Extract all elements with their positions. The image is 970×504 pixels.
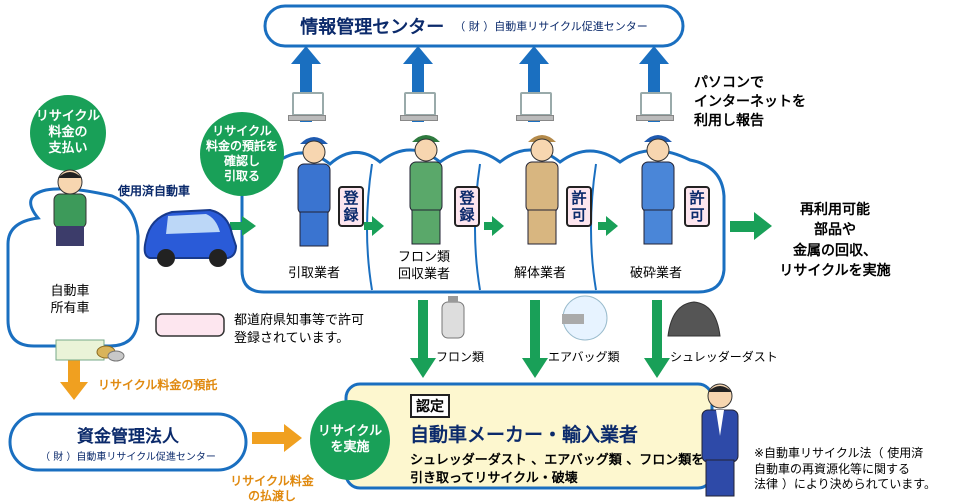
worker-dismantler — [525, 135, 559, 245]
info-center: 情報管理センター （ 財 ）自動車リサイクル促進センター — [265, 6, 683, 46]
car-illustration — [143, 208, 238, 267]
fund-box — [8, 412, 248, 472]
output-label-airbag: エアバッグ類 — [548, 350, 620, 364]
info-center-title: 情報管理センター — [300, 17, 445, 38]
maker-desc: シュレッダーダスト 、エアバッグ類 、フロン類を引き取ってリサイクル・破壊 — [410, 453, 705, 486]
confirm-circle: リサイクル料金の預託を確認し引取る — [200, 112, 284, 196]
shredder-dust-icon — [667, 301, 721, 337]
registered-tag: 登録 — [338, 186, 364, 227]
result-text: 再利用可能部品や金属の回収、リサイクルを実施 — [779, 202, 891, 279]
output-label-freon: フロン類 — [436, 350, 485, 364]
info-center-sub: （ 財 ）自動車リサイクル促進センター — [454, 20, 648, 33]
report-arrows — [291, 46, 669, 122]
computer-icon — [288, 92, 326, 121]
fund-sub: （ 財 ）自動車リサイクル促進センター — [40, 452, 216, 463]
registered-tag: 登録 — [454, 186, 480, 227]
fund-title: 資金管理法人 — [77, 427, 179, 447]
transfer-label: リサイクル料金の払渡し — [230, 474, 314, 503]
legend-swatch — [155, 313, 225, 337]
used-car-label: 使用済自動車 — [118, 184, 191, 198]
freon-tank-icon — [441, 296, 465, 339]
maker-circle: リサイクルを実施 — [310, 400, 390, 480]
businessman — [701, 383, 739, 497]
report-note: パソコンで インターネットを 利用し報告 — [694, 75, 806, 129]
permitted-tag: 許可 — [566, 186, 592, 227]
airbag-icon — [562, 295, 608, 341]
owner-box — [6, 187, 140, 348]
worker-collector — [297, 137, 331, 247]
legend-text: 都道府県知事等で許可登録されています。 — [234, 313, 365, 347]
flow-arrows — [230, 212, 772, 240]
output-arrows — [410, 300, 670, 378]
business-label-freon: フロン類回収業者 — [397, 250, 450, 282]
business-label-collector: 引取業者 — [287, 266, 340, 281]
worker-freon — [409, 135, 443, 245]
computer-icon — [636, 92, 674, 121]
money-illustration — [55, 339, 125, 362]
computer-icon — [516, 92, 554, 121]
business-label-shredder: 破砕業者 — [629, 266, 682, 281]
worker-shredder — [641, 135, 675, 245]
deposit-label: リサイクル料金の預託 — [98, 378, 218, 392]
owner-label: 自動車所有車 — [50, 284, 90, 316]
fund-arrows — [60, 360, 302, 452]
maker-title: 自動車メーカー・輸入業者 — [410, 424, 639, 446]
recycle-fee-circle: リサイクル料金の支払い — [30, 95, 106, 171]
computer-icon — [400, 92, 438, 121]
certified-badge: 認定 — [410, 394, 450, 418]
law-note: ※自動車リサイクル法（ 使用済自動車の再資源化等に関する法律 ）により決められて… — [754, 446, 937, 492]
business-box — [240, 148, 726, 294]
owner-person — [53, 169, 87, 246]
business-label-dismantler: 解体業者 — [513, 266, 566, 281]
output-label-shredder-dust: シュレッダーダスト — [670, 350, 778, 364]
info-center-box — [263, 4, 685, 48]
permitted-tag: 許可 — [684, 186, 710, 227]
